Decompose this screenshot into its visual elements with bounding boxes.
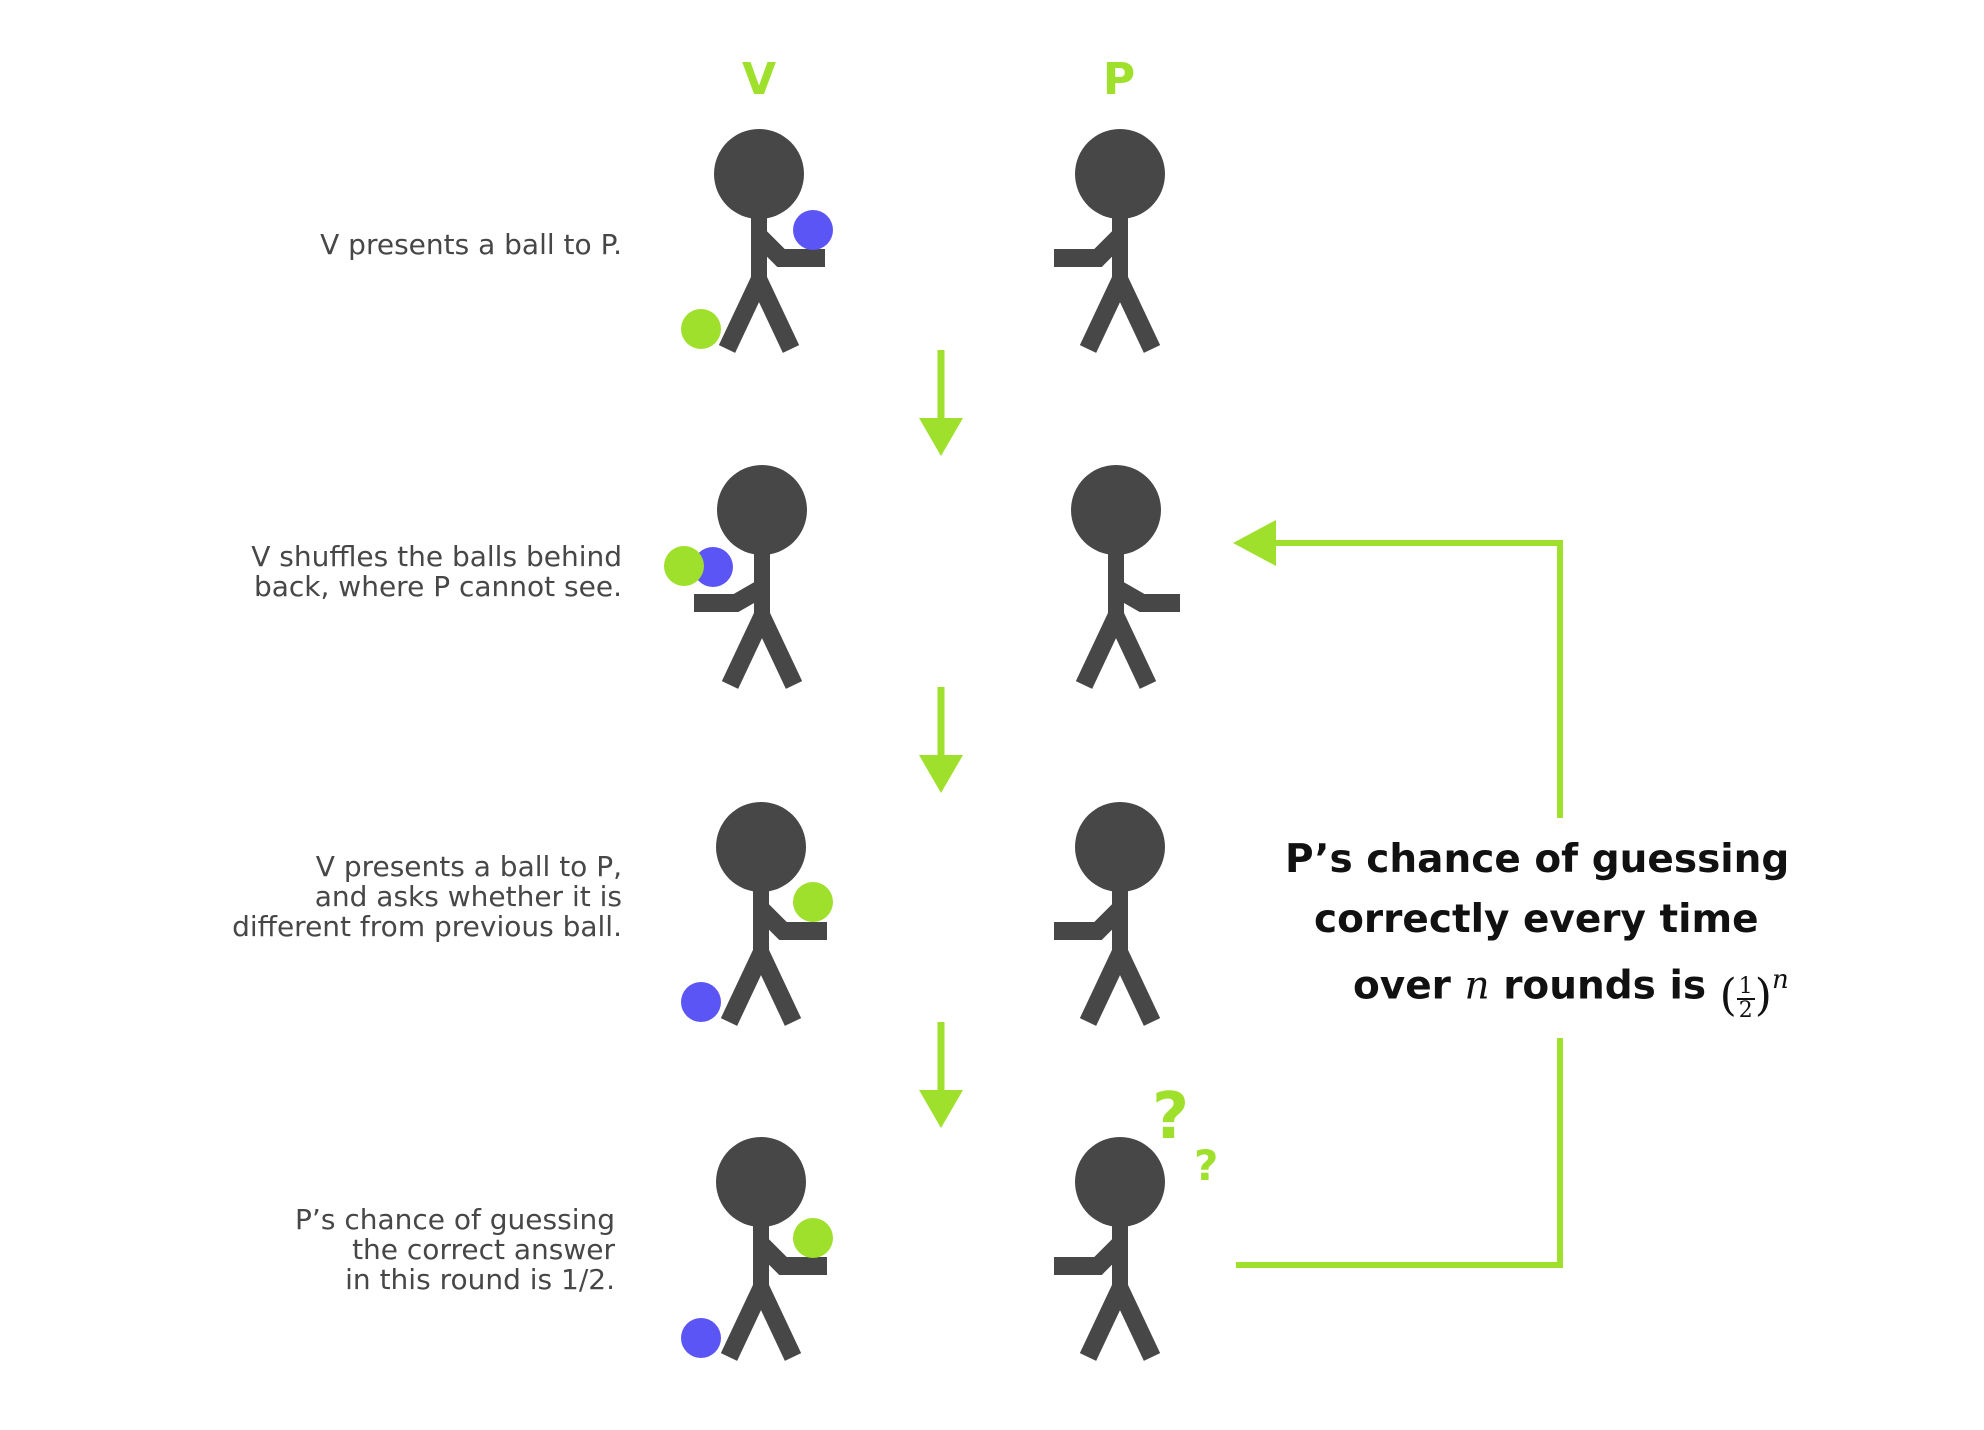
step-3-text: V presents a ball to P, and asks whether… bbox=[232, 850, 622, 943]
green-ball bbox=[793, 882, 833, 922]
summary-text: P’s chance of guessing correctly every t… bbox=[1230, 830, 1820, 1026]
loop-back-arrow bbox=[1233, 520, 1563, 1268]
step-4-text: P’s chance of guessing the correct answe… bbox=[295, 1203, 615, 1296]
green-ball bbox=[664, 546, 704, 586]
prover-figure-4 bbox=[1054, 1137, 1165, 1357]
green-ball bbox=[793, 1218, 833, 1258]
step-1-text: V presents a ball to P. bbox=[320, 228, 622, 261]
blue-ball bbox=[793, 210, 833, 250]
prover-figure-1 bbox=[1054, 129, 1165, 349]
blue-ball bbox=[693, 547, 733, 587]
prover-column-label: P bbox=[1102, 54, 1136, 105]
step-2-text: V shuffles the balls behind back, where … bbox=[251, 540, 622, 603]
green-ball bbox=[681, 309, 721, 349]
down-arrow-3 bbox=[919, 1022, 963, 1128]
verifier-column-label: V bbox=[741, 54, 777, 105]
down-arrow-2 bbox=[919, 687, 963, 793]
question-mark-icon: ? bbox=[1152, 1080, 1189, 1154]
prover-figure-3 bbox=[1054, 802, 1165, 1022]
question-mark-icon: ? bbox=[1194, 1141, 1218, 1190]
blue-ball bbox=[681, 982, 721, 1022]
down-arrow-1 bbox=[919, 350, 963, 456]
blue-ball bbox=[681, 1318, 721, 1358]
prover-figure-2 bbox=[1071, 465, 1180, 685]
